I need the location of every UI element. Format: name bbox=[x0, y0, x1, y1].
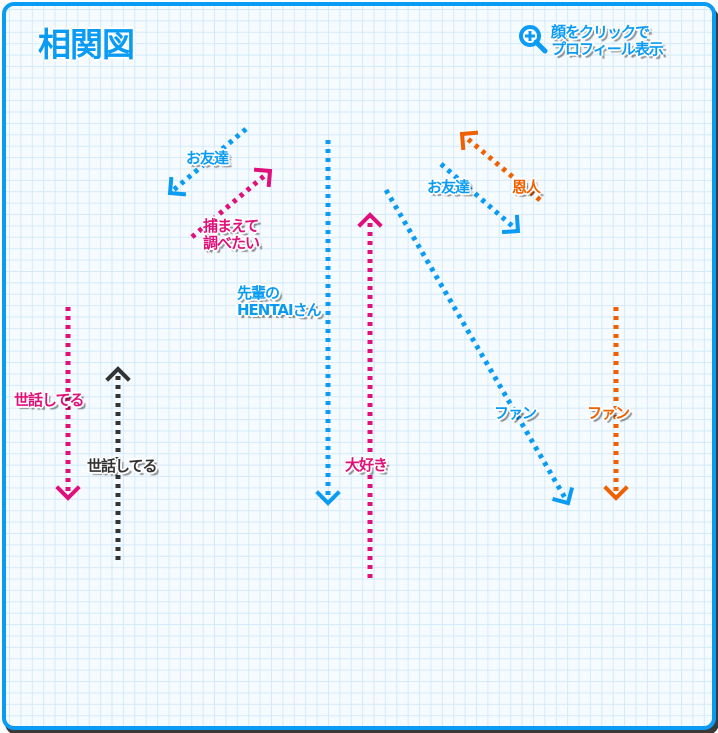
arrow-line bbox=[439, 162, 520, 233]
arrowhead-icon bbox=[603, 485, 629, 501]
relation-arrow bbox=[315, 140, 341, 506]
zoom-in-icon bbox=[519, 25, 548, 54]
relation-arrow bbox=[383, 188, 575, 506]
relation-arrow bbox=[190, 167, 273, 239]
relation-arrow bbox=[55, 307, 81, 501]
hint-line-2: プロフィール表示 bbox=[551, 40, 664, 58]
arrowhead-icon bbox=[315, 490, 341, 506]
arrow-line bbox=[383, 188, 571, 505]
profile-hint[interactable]: 顔をクリックで プロフィール表示 bbox=[518, 23, 664, 58]
relation-arrow bbox=[357, 212, 383, 578]
relation-label-line: HENTAIさん bbox=[237, 301, 322, 319]
relation-label-caring-pink: 世話してる bbox=[14, 391, 85, 409]
relation-label-fan-orange: ファン bbox=[587, 404, 630, 422]
arrowhead-icon bbox=[55, 485, 81, 501]
relation-label-line: 先輩の bbox=[237, 284, 280, 302]
arrow-line bbox=[168, 127, 248, 195]
relation-label-friend-left: お友達 bbox=[186, 149, 229, 167]
arrowhead-icon bbox=[357, 212, 383, 228]
arrowhead-icon bbox=[105, 366, 131, 382]
page-title: 相関図 bbox=[38, 25, 135, 64]
arrowhead-icon bbox=[459, 130, 479, 151]
relation-label-want-to-catch: 捕まえて 調べたい bbox=[203, 217, 260, 252]
arrowhead-icon bbox=[552, 487, 575, 506]
relation-label-friend-right: お友達 bbox=[427, 178, 470, 196]
relation-arrow bbox=[459, 130, 542, 202]
relation-arrow bbox=[167, 127, 248, 197]
arrowhead-icon bbox=[501, 214, 521, 235]
arrowhead-icon bbox=[167, 176, 187, 197]
relation-label-love: 大好き bbox=[345, 456, 388, 474]
relation-arrow bbox=[439, 162, 521, 235]
relation-label-fan-blue: ファン bbox=[494, 404, 537, 422]
relation-label-line: 調べたい bbox=[203, 234, 260, 252]
arrowhead-icon bbox=[253, 167, 273, 188]
relation-label-line: 捕まえて bbox=[203, 217, 259, 235]
relation-label-benefactor: 恩人 bbox=[512, 178, 541, 196]
relation-label-caring-dark: 世話してる bbox=[87, 457, 158, 475]
relation-label-senpai: 先輩の HENTAIさん bbox=[237, 284, 322, 319]
relation-arrow bbox=[105, 366, 131, 560]
hint-line-1: 顔をクリックで bbox=[551, 23, 650, 41]
relation-arrow bbox=[603, 307, 629, 501]
